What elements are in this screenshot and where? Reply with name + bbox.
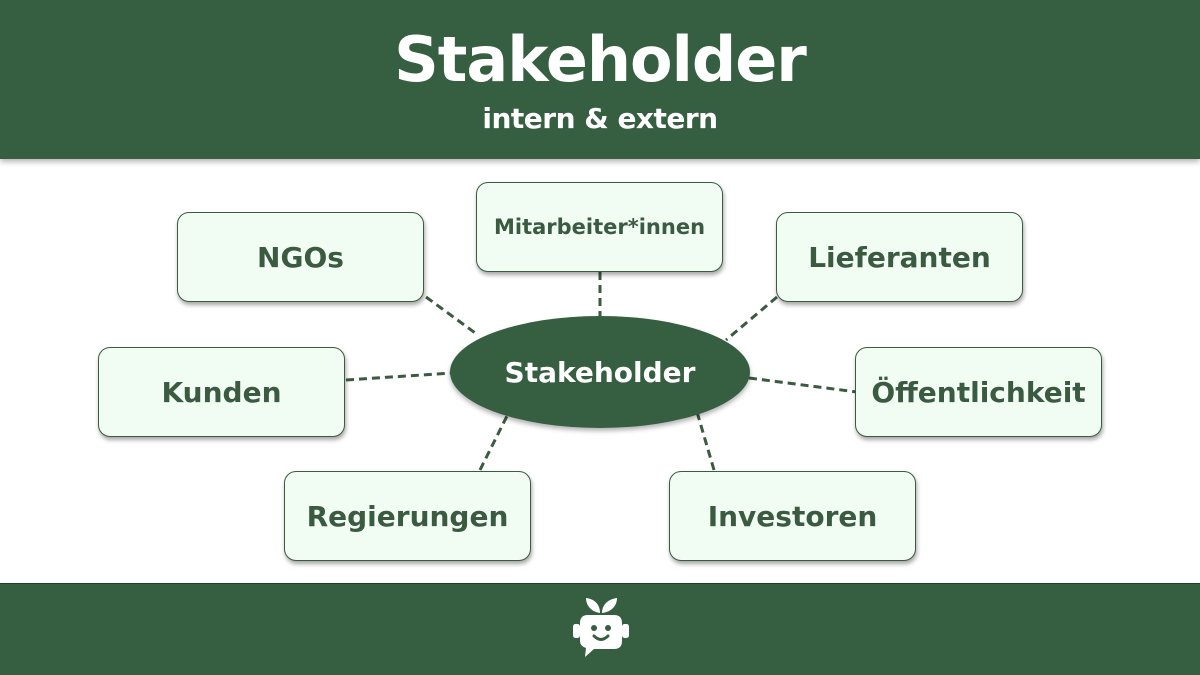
connector-lieferanten	[725, 295, 778, 342]
connector-regierungen	[478, 411, 511, 471]
connector-investoren	[695, 411, 716, 471]
node-regierungen: Regierungen	[284, 471, 531, 561]
node-ngos: NGOs	[177, 212, 424, 302]
footer-banner	[0, 583, 1200, 675]
sprout-robot-icon	[573, 598, 629, 657]
page-subtitle: intern & extern	[482, 102, 718, 135]
node-mitarbeiter: Mitarbeiter*innen	[476, 182, 723, 272]
page-title: Stakeholder	[394, 23, 807, 96]
center-node-stakeholder: Stakeholder	[450, 316, 750, 428]
node-investoren: Investoren	[669, 471, 916, 561]
node-kunden: Kunden	[98, 347, 345, 437]
node-oeffentlichkeit: Öffentlichkeit	[855, 347, 1102, 437]
connector-ngos	[425, 295, 479, 337]
connector-oeffentlichkeit	[748, 376, 858, 394]
header-banner: Stakeholder intern & extern	[0, 0, 1200, 159]
node-lieferanten: Lieferanten	[776, 212, 1023, 302]
connector-kunden	[345, 371, 453, 382]
